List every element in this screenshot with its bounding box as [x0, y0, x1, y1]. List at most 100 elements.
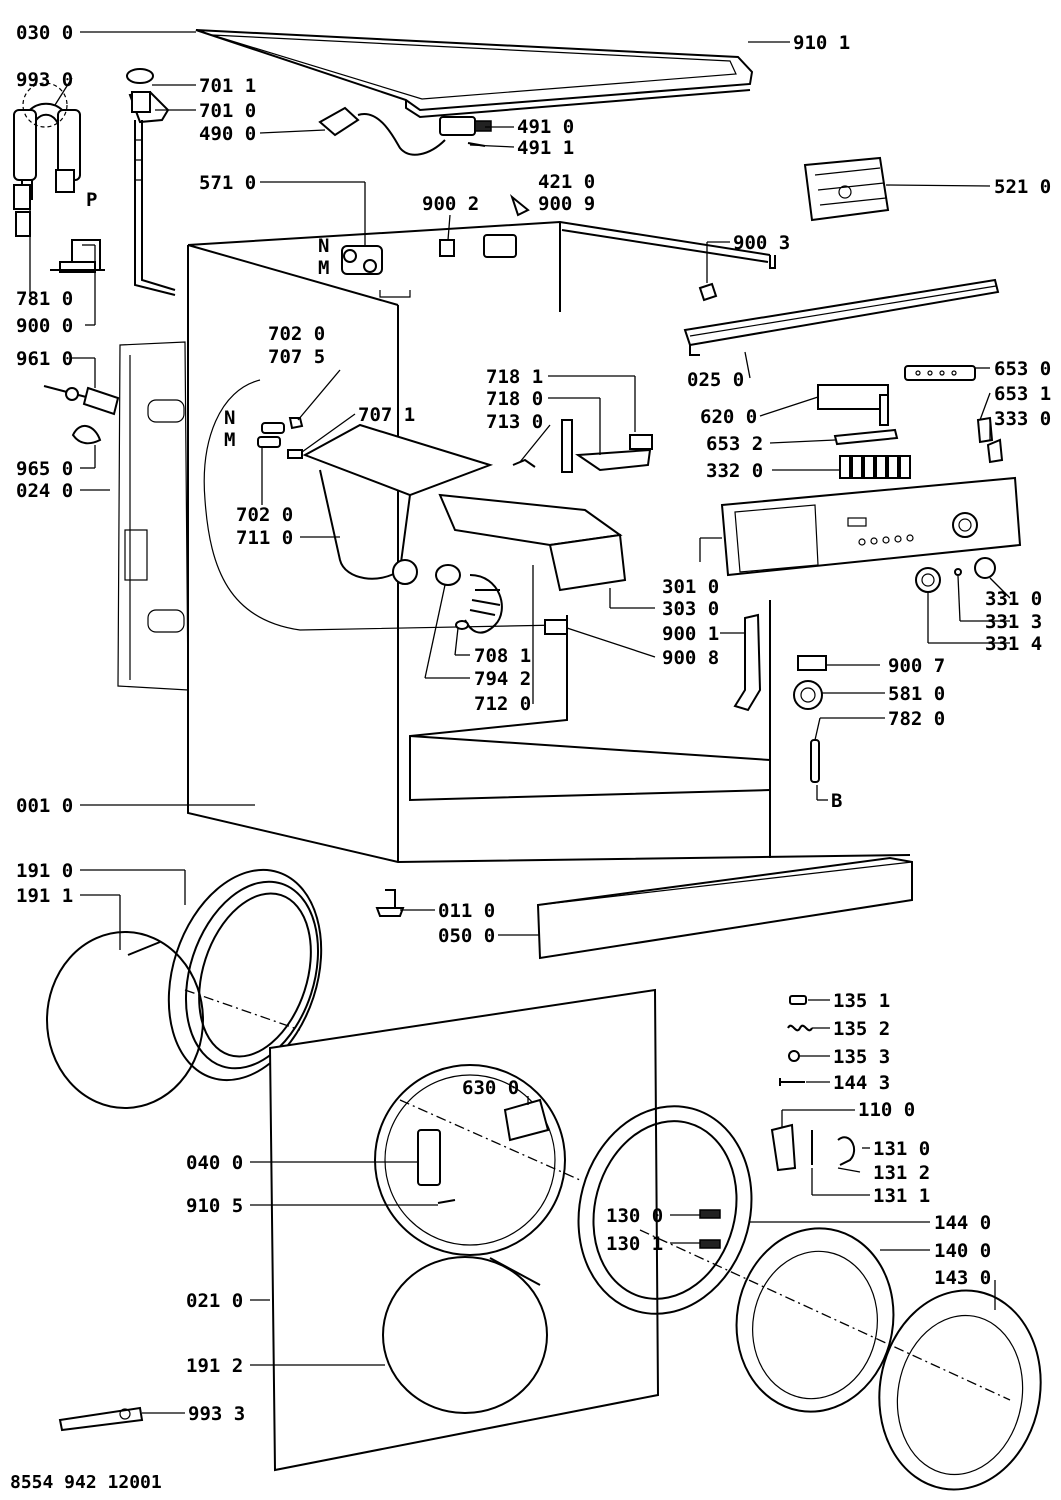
callout-653-1: 653 1	[994, 383, 1051, 405]
callout-702-0b: 702 0	[236, 504, 293, 526]
callout-191-0: 191 0	[16, 860, 73, 882]
axis-door	[639, 1229, 1011, 1401]
inlet-hose	[13, 82, 81, 237]
callout-144-0: 144 0	[934, 1212, 991, 1234]
top-cover	[195, 29, 754, 119]
connector-702-0-b	[257, 436, 281, 448]
callout-303-0: 303 0	[662, 598, 719, 620]
callout-900-7: 900 7	[888, 655, 945, 677]
callout-581-0: 581 0	[888, 683, 945, 705]
callout-993-3: 993 3	[188, 1403, 245, 1425]
pressure-switch	[793, 680, 823, 710]
front-crossbeam	[683, 278, 1000, 356]
callout-131-0: 131 0	[873, 1138, 930, 1160]
callout-331-0: 331 0	[985, 588, 1042, 610]
interference-filter	[483, 194, 530, 258]
letter-markers: N M N M P B	[86, 189, 842, 812]
door-glass	[735, 1227, 895, 1413]
callout-135-1: 135 1	[833, 990, 890, 1012]
callout-993-0: 993 0	[16, 69, 73, 91]
washer-135-3	[788, 1050, 800, 1062]
callout-421-0: 421 0	[538, 171, 595, 193]
hose-782-0	[810, 739, 820, 783]
callout-900-3: 900 3	[733, 232, 790, 254]
service-tool	[58, 1406, 144, 1432]
callout-030-0: 030 0	[16, 22, 73, 44]
axis-panel	[399, 1099, 581, 1181]
marker-m-dispenser: M	[224, 429, 235, 451]
bolt-707-1	[287, 449, 303, 459]
cabinet-body	[187, 220, 911, 864]
callout-711-0: 711 0	[236, 527, 293, 549]
callout-713-0: 713 0	[486, 411, 543, 433]
shock-absorber	[43, 385, 120, 416]
screw-910-5	[437, 1199, 456, 1204]
callout-900-1: 900 1	[662, 623, 719, 645]
callout-331-3: 331 3	[985, 611, 1042, 633]
callout-653-2: 653 2	[706, 433, 763, 455]
callout-712-0: 712 0	[474, 693, 531, 715]
callout-011-0: 011 0	[438, 900, 495, 922]
connector-702-0	[261, 422, 285, 434]
clip-900-2	[439, 239, 455, 257]
inlet-pipe-assembly	[126, 68, 176, 296]
callout-900-0: 900 0	[16, 315, 73, 337]
clip-900-7	[797, 655, 827, 671]
callout-050-0: 050 0	[438, 925, 495, 947]
marker-p: P	[86, 189, 97, 211]
push-buttons	[839, 455, 911, 479]
marker-m-valve: M	[318, 257, 329, 279]
knob-base-331-4	[915, 567, 941, 593]
marker-b: B	[831, 790, 842, 812]
inlet-valve	[341, 245, 383, 275]
callout-333-0: 333 0	[994, 408, 1051, 430]
callout-491-0: 491 0	[517, 116, 574, 138]
callout-900-9: 900 9	[538, 193, 595, 215]
interference-suppressor	[439, 116, 492, 147]
callout-491-1: 491 1	[517, 137, 574, 159]
gasket-965-0	[71, 425, 102, 445]
callout-130-0: 130 0	[606, 1205, 663, 1227]
callout-794-2: 794 2	[474, 668, 531, 690]
dispenser-hose	[435, 564, 503, 634]
spring-333-0	[986, 438, 1004, 464]
clip-900-3	[698, 282, 718, 302]
callout-900-8: 900 8	[662, 647, 719, 669]
screw-135-1	[789, 995, 807, 1005]
door-outer-frame	[878, 1289, 1042, 1491]
knob-ring-331-3	[954, 568, 962, 576]
control-pcb	[817, 384, 889, 426]
dispenser-region-outline	[203, 379, 561, 631]
callout-332-0: 332 0	[706, 460, 763, 482]
callout-191-2: 191 2	[186, 1355, 243, 1377]
callout-191-1: 191 1	[16, 885, 73, 907]
dispenser-drawer	[438, 493, 627, 592]
front-panel	[268, 988, 660, 1472]
callout-782-0: 782 0	[888, 708, 945, 730]
callout-144-3: 144 3	[833, 1072, 890, 1094]
callout-131-1: 131 1	[873, 1185, 930, 1207]
callout-620-0: 620 0	[700, 406, 757, 428]
callout-701-0: 701 0	[199, 100, 256, 122]
callout-001-0: 001 0	[16, 795, 73, 817]
callout-707-5: 707 5	[268, 346, 325, 368]
marker-n-valve: N	[318, 235, 329, 257]
dispenser-housing	[302, 423, 494, 585]
drawing-code: 8554 942 12001	[10, 1472, 162, 1493]
leveling-foot	[375, 889, 405, 917]
callout-961-0: 961 0	[16, 348, 73, 370]
control-panel	[720, 476, 1022, 577]
callout-143-0: 143 0	[934, 1267, 991, 1289]
spring-135-2	[787, 1024, 813, 1032]
callout-331-4: 331 4	[985, 633, 1042, 655]
callout-718-0: 718 0	[486, 388, 543, 410]
callout-131-2: 131 2	[873, 1162, 930, 1184]
leader-lines	[29, 31, 1011, 1414]
callout-708-1: 708 1	[474, 645, 531, 667]
callout-571-0: 571 0	[199, 172, 256, 194]
callout-130-1: 130 1	[606, 1233, 663, 1255]
callout-910-1: 910 1	[793, 32, 850, 54]
power-cord	[318, 106, 446, 156]
marker-n-dispenser: N	[224, 407, 235, 429]
